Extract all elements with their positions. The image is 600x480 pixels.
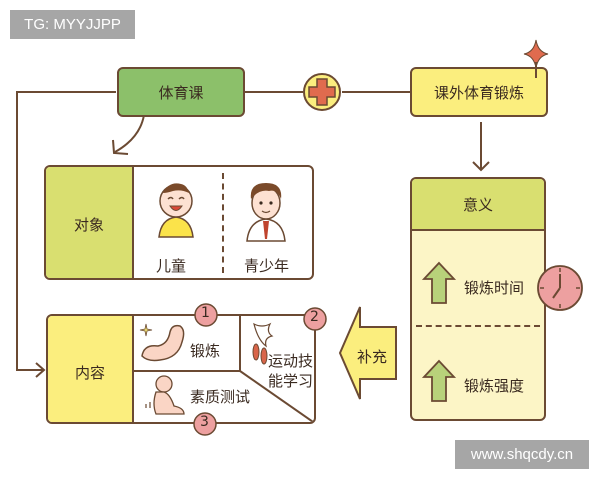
significance-header-label: 意义	[462, 196, 493, 214]
pe-class-box: 体育课	[117, 67, 245, 117]
ribbon-icon	[252, 322, 274, 365]
dashed-divider-significance	[416, 325, 540, 327]
target-box: 对象 儿童 青少年	[44, 165, 314, 280]
number-3: 3	[200, 414, 209, 430]
significance-item-time: 锻炼时间	[464, 279, 525, 297]
number-circle-3	[193, 412, 217, 436]
sitting-baby-icon	[145, 375, 185, 415]
supplement-label: 补充	[357, 348, 388, 366]
significance-item-intensity: 锻炼强度	[464, 377, 525, 395]
youth-icon	[246, 183, 286, 242]
arrow-up-icon-time	[421, 261, 457, 304]
target-item-child: 儿童	[156, 257, 187, 275]
target-header-cell: 对象	[46, 167, 134, 278]
content-header-label: 内容	[74, 364, 105, 382]
content-item-exercise: 锻炼	[190, 342, 221, 360]
significance-header-cell: 意义	[412, 179, 544, 231]
number-2: 2	[310, 309, 319, 325]
content-item-skill-line2: 能学习	[268, 372, 314, 390]
clock-icon	[537, 265, 583, 311]
sparkle-icon	[523, 39, 549, 78]
watermark-top-left: TG: MYYJJPP	[10, 10, 135, 39]
content-dividers	[132, 316, 314, 422]
arrow-up-icon-intensity	[421, 359, 457, 402]
content-item-skill-line1: 运动技	[268, 352, 314, 370]
dashed-divider	[222, 173, 224, 273]
number-circle-1	[194, 303, 218, 327]
target-header-label: 对象	[73, 216, 104, 234]
supplement-arrow-icon	[338, 306, 397, 400]
number-1: 1	[201, 305, 210, 321]
extracurricular-label: 课外体育锻炼	[433, 84, 524, 102]
content-box: 内容 锻炼 运动技 能学习 素质测试	[46, 314, 316, 424]
child-icon	[158, 183, 194, 238]
pe-class-label: 体育课	[158, 84, 204, 102]
extracurricular-box: 课外体育锻炼	[410, 67, 548, 117]
target-item-youth: 青少年	[244, 257, 290, 275]
significance-box: 意义 锻炼时间 锻炼强度	[410, 177, 546, 421]
content-header-cell: 内容	[48, 316, 134, 422]
content-item-fitness-test: 素质测试	[190, 388, 251, 406]
flexed-arm-icon	[139, 323, 185, 362]
plus-icon	[303, 73, 341, 111]
watermark-bottom-right: www.shqcdy.cn	[455, 440, 589, 469]
number-circle-2	[303, 307, 327, 331]
